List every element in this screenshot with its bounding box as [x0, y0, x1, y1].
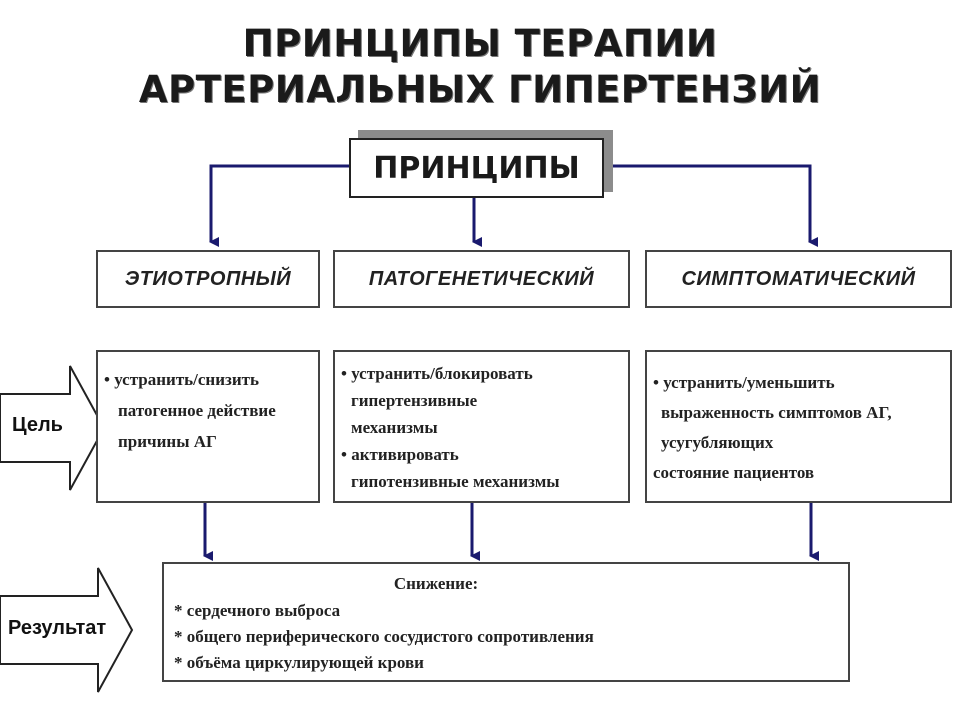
goal-text: • устранить/уменьшить — [653, 373, 835, 392]
goal-text: гипотензивные механизмы — [351, 472, 560, 491]
connector-root-to-symptomatic — [604, 164, 818, 247]
goal-text: • устранить/снизить — [104, 370, 259, 389]
goal-text: • активировать — [341, 445, 459, 464]
goal-text: усугубляющих — [661, 433, 774, 452]
goal-label: Цель — [12, 414, 63, 436]
result-label: Результат — [8, 617, 107, 639]
result-title: Снижение: — [393, 574, 479, 593]
goal-box-pathogenetic: • устранить/блокировать гипертензивные м… — [333, 350, 630, 503]
goal-text: патогенное действие — [118, 401, 276, 420]
connector-root-to-etiotropic — [209, 164, 349, 247]
goal-text: механизмы — [351, 418, 438, 437]
root-principles-box: ПРИНЦИПЫ — [349, 138, 604, 198]
category-pathogenetic: ПАТОГЕНЕТИЧЕСКИЙ — [333, 250, 630, 308]
category-symptomatic: СИМПТОМАТИЧЕСКИЙ — [645, 250, 952, 308]
goal-text: выраженность симптомов АГ, — [661, 403, 892, 422]
category-etiotropic: ЭТИОТРОПНЫЙ — [96, 250, 320, 308]
result-item: * общего периферического сосудистого соп… — [174, 627, 594, 646]
goal-text: • устранить/блокировать — [341, 364, 533, 383]
goal-arrow-shape — [0, 365, 106, 491]
goal-box-symptomatic: • устранить/уменьшить выраженность симпт… — [645, 350, 952, 503]
result-box: Снижение: * сердечного выброса * общего … — [162, 562, 850, 682]
goal-box-etiotropic: • устранить/снизить патогенное действие … — [96, 350, 320, 503]
result-item: * сердечного выброса — [174, 601, 341, 620]
result-arrow-shape — [0, 567, 134, 693]
goal-text: состояние пациентов — [653, 463, 815, 482]
goal-text: гипертензивные — [351, 391, 478, 410]
goal-text: причины АГ — [118, 432, 217, 451]
title-line-1: ПРИНЦИПЫ ТЕРАПИИ — [242, 22, 718, 65]
title-line-2: АРТЕРИАЛЬНЫХ ГИПЕРТЕНЗИЙ — [138, 68, 822, 111]
result-item: * объёма циркулирующей крови — [174, 653, 424, 672]
